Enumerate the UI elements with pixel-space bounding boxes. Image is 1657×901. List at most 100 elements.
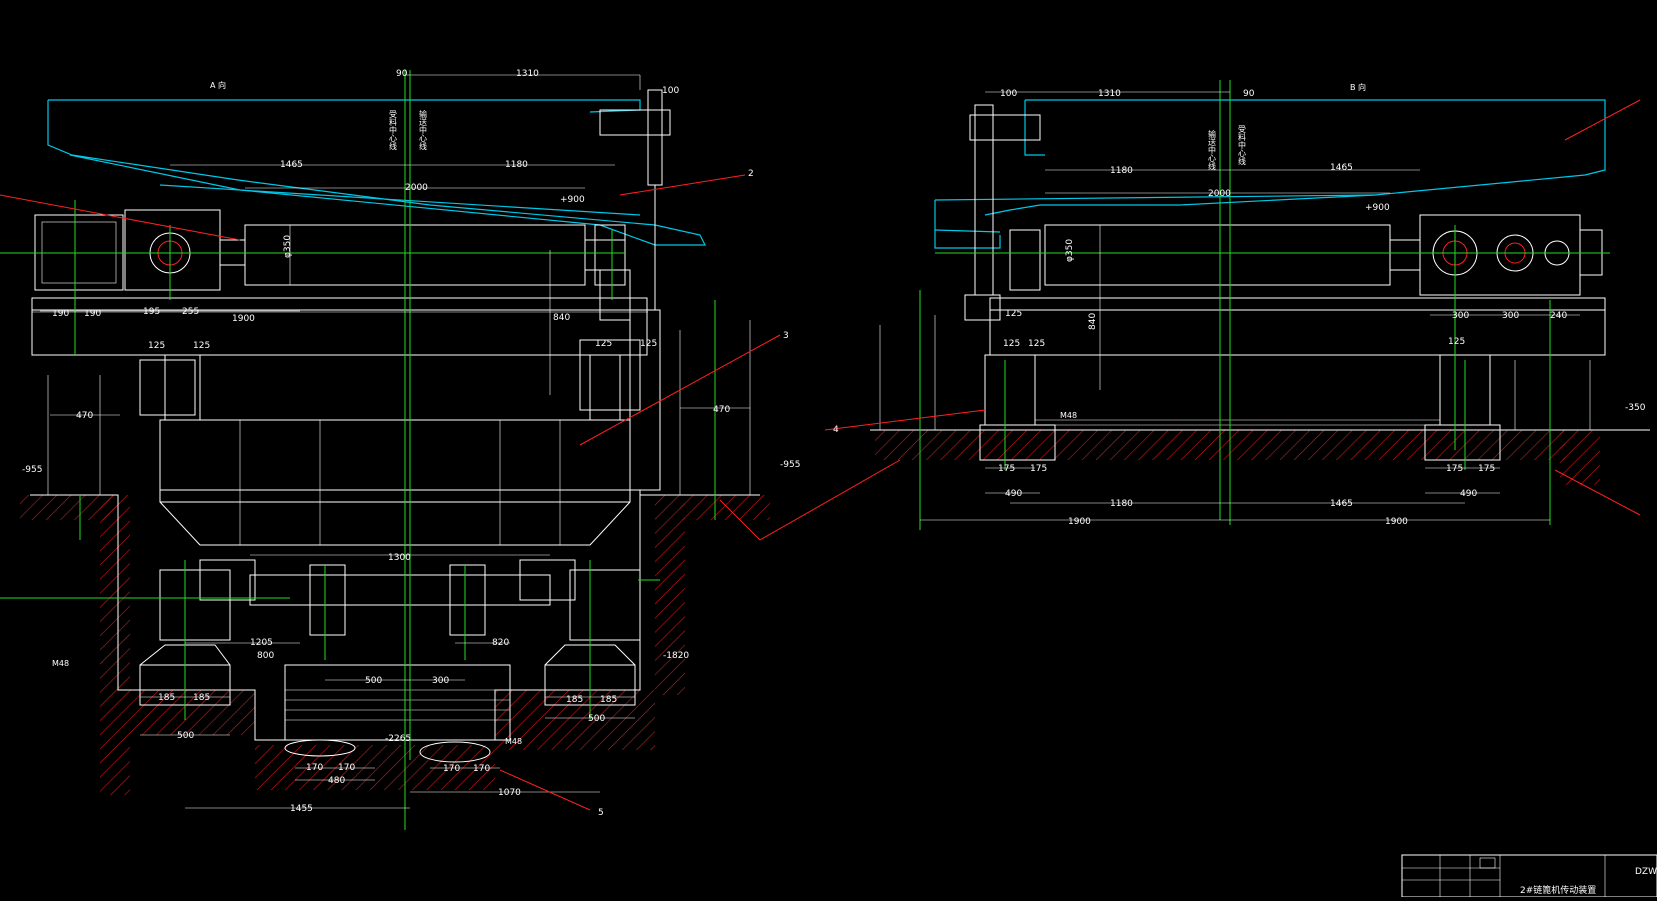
dim-b-490b: 490 bbox=[1460, 489, 1477, 499]
title-block-code: DZW bbox=[1635, 867, 1657, 877]
foundation-hatch-a bbox=[20, 495, 770, 795]
dim-b-240: 240 bbox=[1550, 311, 1567, 321]
dim-b-90: 90 bbox=[1243, 89, 1255, 99]
dim-b-125a: 125 bbox=[1005, 309, 1022, 319]
dim-b-1900b: 1900 bbox=[1385, 517, 1408, 527]
title-block: 2#链篦机传动装置 DZW bbox=[1401, 854, 1657, 898]
dim-a-1465: 1465 bbox=[280, 160, 303, 170]
dim-a-m955b: -955 bbox=[780, 460, 800, 470]
dim-b-300b: 300 bbox=[1502, 311, 1519, 321]
chute-b bbox=[934, 99, 1606, 249]
title-block-name: 2#链篦机传动装置 bbox=[1520, 884, 1596, 896]
dimension-lines-b bbox=[920, 91, 1580, 521]
note-b-m48: M48 bbox=[1060, 411, 1077, 420]
callout-b-4: 4 bbox=[833, 425, 839, 435]
dim-b-plus900: +900 bbox=[1365, 203, 1390, 213]
dim-a-1310: 1310 bbox=[516, 69, 539, 79]
frame-b bbox=[979, 297, 1606, 461]
gearbox-b bbox=[1419, 214, 1603, 296]
dim-b-125b: 125 bbox=[1003, 339, 1020, 349]
dim-b-1310: 1310 bbox=[1098, 89, 1121, 99]
dim-a-125c: 125 bbox=[595, 339, 612, 349]
dim-b-1180: 1180 bbox=[1110, 166, 1133, 176]
dim-a-185c: 185 bbox=[566, 695, 583, 705]
view-a-title: A 向 bbox=[210, 80, 226, 90]
dim-b-1180b: 1180 bbox=[1110, 499, 1133, 509]
dim-a-800: 800 bbox=[257, 651, 274, 661]
dimension-lines-a bbox=[32, 74, 750, 809]
dim-a-185a: 185 bbox=[158, 693, 175, 703]
vtext-b-1: 输送中心线 bbox=[1208, 129, 1217, 170]
drum-b bbox=[1044, 224, 1421, 286]
dim-a-125b: 125 bbox=[193, 341, 210, 351]
view-b-title: B 向 bbox=[1350, 82, 1366, 92]
dim-b-2000: 2000 bbox=[1208, 189, 1231, 199]
callout-a-5: 5 bbox=[598, 808, 604, 818]
dim-a-480: 480 bbox=[328, 776, 345, 786]
actuator-b bbox=[964, 104, 1041, 321]
dim-a-300: 300 bbox=[432, 676, 449, 686]
callout-a-3: 3 bbox=[783, 331, 789, 341]
dim-b-phi350: φ350 bbox=[1065, 239, 1075, 262]
dim-a-470a: 470 bbox=[76, 411, 93, 421]
view-b: B 向 100 1310 90 1180 1465 2000 +900 φ350… bbox=[759, 80, 1650, 541]
dim-a-125a: 125 bbox=[148, 341, 165, 351]
dim-b-175c: 175 bbox=[1446, 464, 1463, 474]
drum-a bbox=[244, 224, 626, 286]
dim-a-1070: 1070 bbox=[498, 788, 521, 798]
actuator-a bbox=[599, 89, 671, 580]
dim-b-490a: 490 bbox=[1005, 489, 1022, 499]
note-a-m48a: M48 bbox=[52, 659, 69, 668]
dim-a-500a: 500 bbox=[365, 676, 382, 686]
vtext-a-1: 受料中心线 bbox=[389, 109, 398, 150]
dim-a-470b: 470 bbox=[713, 405, 730, 415]
dim-a-phi350: φ350 bbox=[283, 235, 293, 258]
dim-a-90: 90 bbox=[396, 69, 408, 79]
dim-a-170b: 170 bbox=[338, 763, 355, 773]
dim-a-2000: 2000 bbox=[405, 183, 428, 193]
dim-b-125c: 125 bbox=[1028, 339, 1045, 349]
dim-a-195: 195 bbox=[143, 307, 160, 317]
dim-b-1465: 1465 bbox=[1330, 163, 1353, 173]
dim-a-255: 255 bbox=[182, 307, 199, 317]
dim-a-185d: 185 bbox=[600, 695, 617, 705]
dim-b-100: 100 bbox=[1000, 89, 1017, 99]
dim-a-170d: 170 bbox=[473, 764, 490, 774]
dim-b-1900a: 1900 bbox=[1068, 517, 1091, 527]
dim-b-m350: -350 bbox=[1625, 403, 1646, 413]
leaders-a bbox=[0, 174, 781, 811]
vtext-a-2: 输送中心线 bbox=[419, 109, 428, 150]
dim-b-175b: 175 bbox=[1030, 464, 1047, 474]
view-a: A 向 90 1310 100 1465 1180 2000 +900 φ350… bbox=[0, 69, 800, 830]
vtext-b-2: 受料中心线 bbox=[1238, 124, 1247, 165]
dim-a-190a: 190 bbox=[52, 309, 69, 319]
dim-a-1900: 1900 bbox=[232, 314, 255, 324]
dim-a-plus900: +900 bbox=[560, 195, 585, 205]
leaders-b bbox=[759, 99, 1641, 541]
dim-b-1465b: 1465 bbox=[1330, 499, 1353, 509]
note-a-m48b: M48 bbox=[505, 737, 522, 746]
dim-a-170c: 170 bbox=[443, 764, 460, 774]
lower-rollers-a bbox=[139, 559, 641, 763]
dim-a-m955a: -955 bbox=[22, 465, 42, 475]
dim-a-185b: 185 bbox=[193, 693, 210, 703]
centerlines-a bbox=[0, 70, 716, 830]
dim-a-840: 840 bbox=[553, 313, 570, 323]
dim-a-1300: 1300 bbox=[388, 553, 411, 563]
frame-a bbox=[31, 269, 648, 546]
foundation-hatch-b bbox=[875, 430, 1600, 485]
dim-a-100: 100 bbox=[662, 86, 679, 96]
dim-a-170a: 170 bbox=[306, 763, 323, 773]
dim-a-500c: 500 bbox=[588, 714, 605, 724]
dim-a-m1820: -1820 bbox=[663, 651, 689, 661]
dim-b-840: 840 bbox=[1088, 313, 1098, 330]
dim-b-125d: 125 bbox=[1448, 337, 1465, 347]
dim-b-175a: 175 bbox=[998, 464, 1015, 474]
dim-a-190b: 190 bbox=[84, 309, 101, 319]
dim-a-m2265: -2265 bbox=[385, 734, 411, 744]
dim-b-300a: 300 bbox=[1452, 311, 1469, 321]
chute-a bbox=[47, 99, 706, 246]
dim-a-125d: 125 bbox=[640, 339, 657, 349]
